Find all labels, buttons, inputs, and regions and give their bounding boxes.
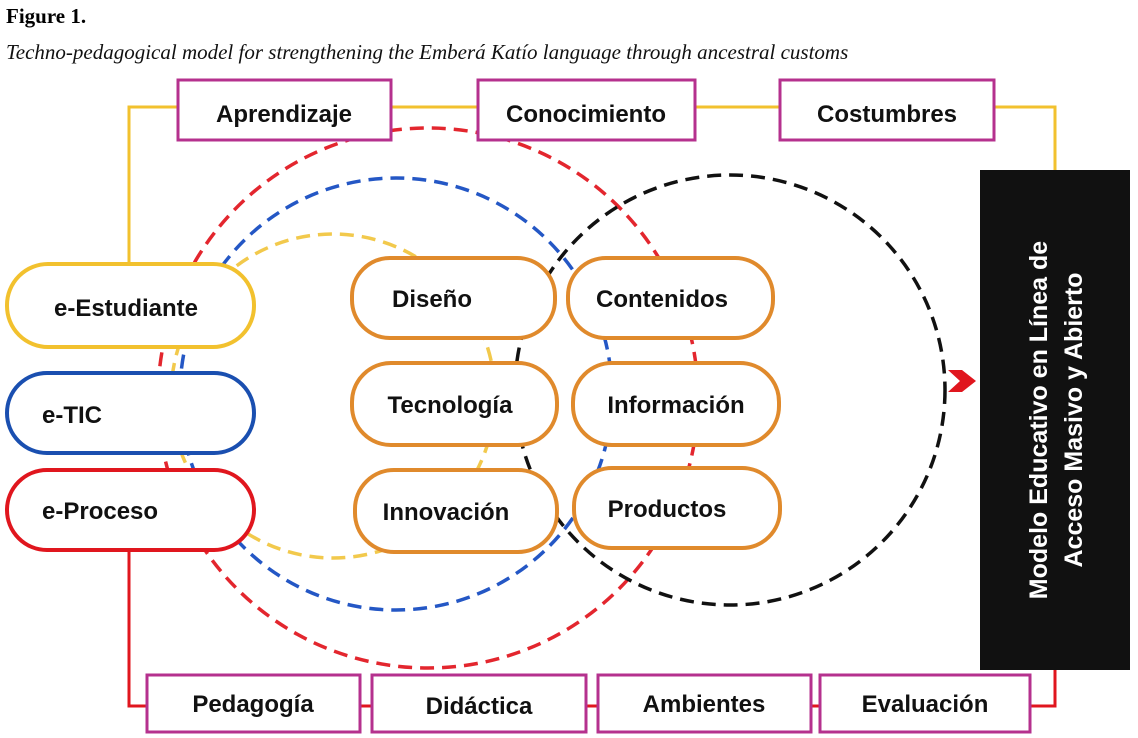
bottom-box-evaluacion: Evaluación: [818, 673, 1032, 734]
center-pill-innovacion: Innovación: [353, 468, 559, 554]
center-pill-tecnologia: Tecnología: [350, 361, 559, 447]
left-pill-e-estudiante: e-Estudiante: [5, 262, 256, 349]
left-pill-label: e-Estudiante: [54, 295, 198, 322]
bottom-frame-line: [127, 550, 1057, 708]
center-pill-label: Diseño: [392, 286, 472, 313]
side-panel: Modelo Educativo en Línea de Acceso Masi…: [980, 170, 1130, 670]
left-pill-e-proceso: e-Proceso: [5, 468, 256, 552]
bottom-box-ambientes: Ambientes: [596, 673, 813, 734]
side-panel-line1: Modelo Educativo en Línea de: [1025, 241, 1053, 599]
center-pill-informacion: Información: [571, 361, 781, 447]
bottom-box-label: Didáctica: [426, 693, 533, 720]
center-pill-label: Tecnología: [388, 392, 514, 419]
arrow-marker-icon: [948, 370, 976, 392]
top-box-aprendizaje: Aprendizaje: [176, 78, 393, 142]
center-pill-label: Innovación: [383, 499, 510, 526]
bottom-box-label: Evaluación: [862, 691, 989, 718]
bottom-box-didactica: Didáctica: [370, 673, 588, 734]
side-panel-line2: Acceso Masivo y Abierto: [1060, 272, 1088, 567]
top-box-label: Conocimiento: [506, 101, 666, 128]
center-pill-label: Productos: [608, 496, 727, 523]
center-pill-contenidos: Contenidos: [566, 256, 775, 340]
center-pill-diseno: Diseño: [350, 256, 557, 340]
left-pill-label: e-TIC: [42, 402, 102, 429]
bottom-box-pedagogia: Pedagogía: [145, 673, 362, 734]
center-pill-label: Información: [607, 392, 744, 419]
figure-title: Techno-pedagogical model for strengtheni…: [6, 40, 849, 64]
bottom-box-label: Pedagogía: [192, 691, 314, 718]
left-pill-e-tic: e-TIC: [5, 371, 256, 455]
bottom-box-label: Ambientes: [643, 691, 766, 718]
top-box-conocimiento: Conocimiento: [476, 78, 697, 142]
top-box-costumbres: Costumbres: [778, 78, 996, 142]
top-box-label: Aprendizaje: [216, 101, 352, 128]
left-pill-label: e-Proceso: [42, 498, 158, 525]
figure-label: Figure 1.: [6, 4, 87, 28]
black-dashed-circle: [513, 173, 947, 607]
center-pill-label: Contenidos: [596, 286, 728, 313]
center-pill-productos: Productos: [572, 466, 782, 550]
top-box-label: Costumbres: [817, 101, 957, 128]
